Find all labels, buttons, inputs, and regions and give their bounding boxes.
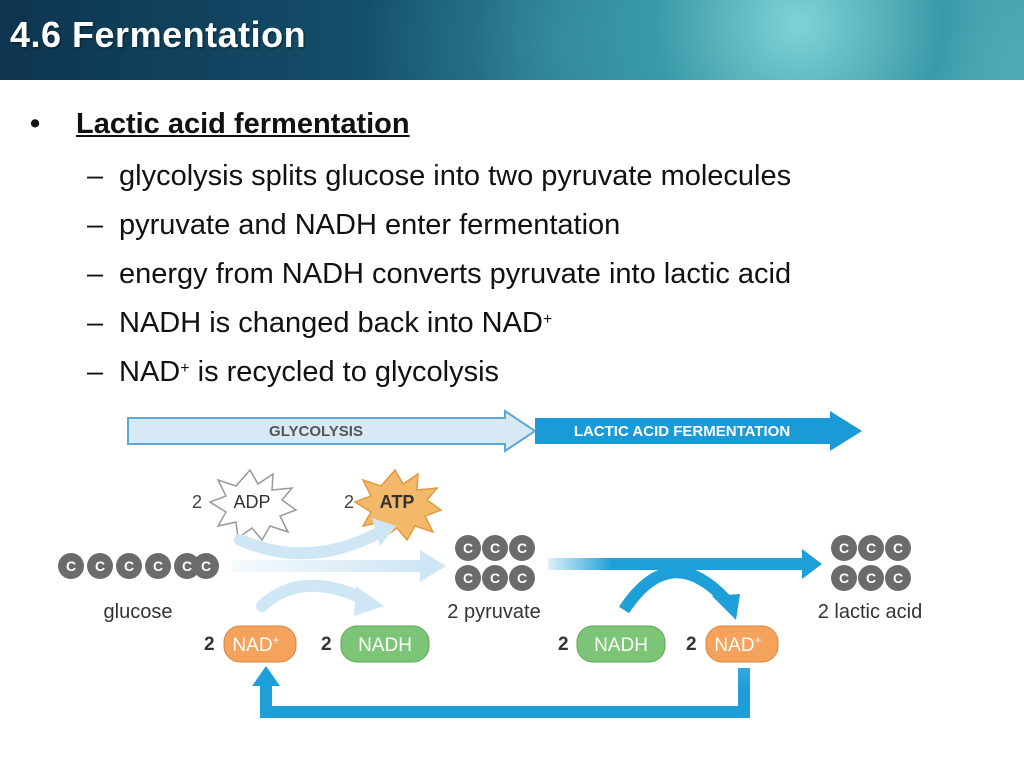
svg-text:C: C (839, 540, 849, 556)
carbon-atom: C (885, 535, 911, 561)
glucose-molecule: C C C C C C glucose (58, 553, 219, 623)
carbon-atom: C (58, 553, 84, 579)
sub-bullet-dash: – (87, 307, 104, 339)
sub-bullet-text-after: is recycled to glycolysis (189, 356, 500, 388)
lactic-fermentation-diagram: GLYCOLYSIS LACTIC ACID FERMENTATION 2 AD… (58, 409, 923, 718)
sub-bullet-text: energy from NADH converts pyruvate into … (119, 258, 792, 290)
fermentation-label: LACTIC ACID FERMENTATION (574, 423, 790, 440)
carbon-atom: C (482, 565, 508, 591)
carbon-atom: C (116, 553, 142, 579)
sub-bullet-dash: – (87, 160, 104, 192)
svg-text:C: C (893, 540, 903, 556)
carbon-atom: C (831, 535, 857, 561)
svg-text:C: C (463, 540, 473, 556)
carbon-atom: C (145, 553, 171, 579)
adp-starburst-icon (208, 468, 298, 542)
atp-label: ATP (380, 492, 415, 512)
nadh-right: 2 NADH (558, 625, 666, 663)
slide-title: 4.6 Fermentation (10, 14, 307, 55)
superscript-plus: + (542, 311, 553, 328)
glucose-label: glucose (104, 601, 173, 623)
pyruvate-label: 2 pyruvate (447, 601, 540, 623)
sub-bullet-dash: – (87, 356, 104, 388)
sub-bullet-text: pyruvate and NADH enter fermentation (119, 209, 621, 241)
carbon-atom: C (193, 553, 219, 579)
lactic-acid-molecules: C C C C C C 2 lactic acid (818, 535, 923, 623)
carbon-atom: C (455, 535, 481, 561)
pyruvate-molecules: C C C C C C 2 pyruvate (447, 535, 541, 623)
glycolysis-flow-arrows (232, 518, 446, 616)
nadh-right-label: NADH (594, 635, 648, 656)
glycolysis-stage-arrow: GLYCOLYSIS (127, 409, 537, 453)
nad-plus-left: 2 NAD+ (204, 625, 297, 663)
nadh-left: 2 NADH (321, 625, 430, 663)
svg-text:C: C (201, 558, 211, 574)
carbon-atom: C (455, 565, 481, 591)
sub-bullet-text-before: NAD (119, 356, 181, 388)
svg-text:C: C (490, 540, 500, 556)
sub-bullet-text: glycolysis splits glucose into two pyruv… (119, 160, 792, 192)
carbon-atom: C (831, 565, 857, 591)
adp-count: 2 (192, 492, 202, 512)
svg-text:C: C (463, 570, 473, 586)
atp-count: 2 (344, 492, 354, 512)
carbon-atom: C (87, 553, 113, 579)
carbon-atom: C (509, 565, 535, 591)
carbon-atom: C (509, 535, 535, 561)
sub-bullet-text: NAD+ is recycled to glycolysis (119, 356, 499, 389)
sub-bullet-dash: – (87, 258, 104, 290)
sub-bullet-text-main: NADH is changed back into NAD (119, 307, 543, 339)
carbon-atom: C (858, 565, 884, 591)
svg-text:C: C (95, 558, 105, 574)
nad-left-label: NAD+ (232, 633, 279, 656)
carbon-atom: C (482, 535, 508, 561)
nad-right-label: NAD+ (714, 633, 761, 656)
nad-right-count: 2 (686, 634, 697, 655)
svg-text:C: C (124, 558, 134, 574)
title-banner: 4.6 Fermentation (0, 0, 1024, 80)
svg-text:C: C (517, 570, 527, 586)
svg-text:C: C (893, 570, 903, 586)
sub-bullet-text: NADH is changed back into NAD+ (119, 307, 552, 340)
nadh-left-count: 2 (321, 634, 332, 655)
carbon-atom: C (174, 553, 200, 579)
lactic-acid-label: 2 lactic acid (818, 601, 923, 623)
svg-text:C: C (490, 570, 500, 586)
glycolysis-label: GLYCOLYSIS (269, 423, 363, 440)
superscript-plus: + (180, 360, 190, 377)
fermentation-stage-arrow: LACTIC ACID FERMENTATION (535, 411, 862, 451)
svg-text:C: C (153, 558, 163, 574)
svg-text:C: C (66, 558, 76, 574)
adp-group: 2 ADP (192, 468, 298, 542)
nad-recycle-arrow (252, 666, 750, 718)
nad-plus-right: 2 NAD+ (686, 625, 779, 663)
svg-text:C: C (182, 558, 192, 574)
sub-bullet-dash: – (87, 209, 104, 241)
carbon-atom: C (885, 565, 911, 591)
carbon-atom: C (858, 535, 884, 561)
svg-text:C: C (839, 570, 849, 586)
svg-text:C: C (866, 540, 876, 556)
bullet-heading: Lactic acid fermentation (76, 108, 410, 140)
nadh-left-label: NADH (358, 635, 412, 656)
nadh-to-nad-curve-arrow (618, 566, 740, 620)
pyruvate-to-lactic-arrow (548, 549, 822, 579)
bullet-marker: • (30, 108, 41, 140)
adp-label: ADP (233, 492, 270, 512)
svg-text:C: C (517, 540, 527, 556)
nad-left-count: 2 (204, 634, 215, 655)
nadh-right-count: 2 (558, 634, 569, 655)
svg-text:C: C (866, 570, 876, 586)
